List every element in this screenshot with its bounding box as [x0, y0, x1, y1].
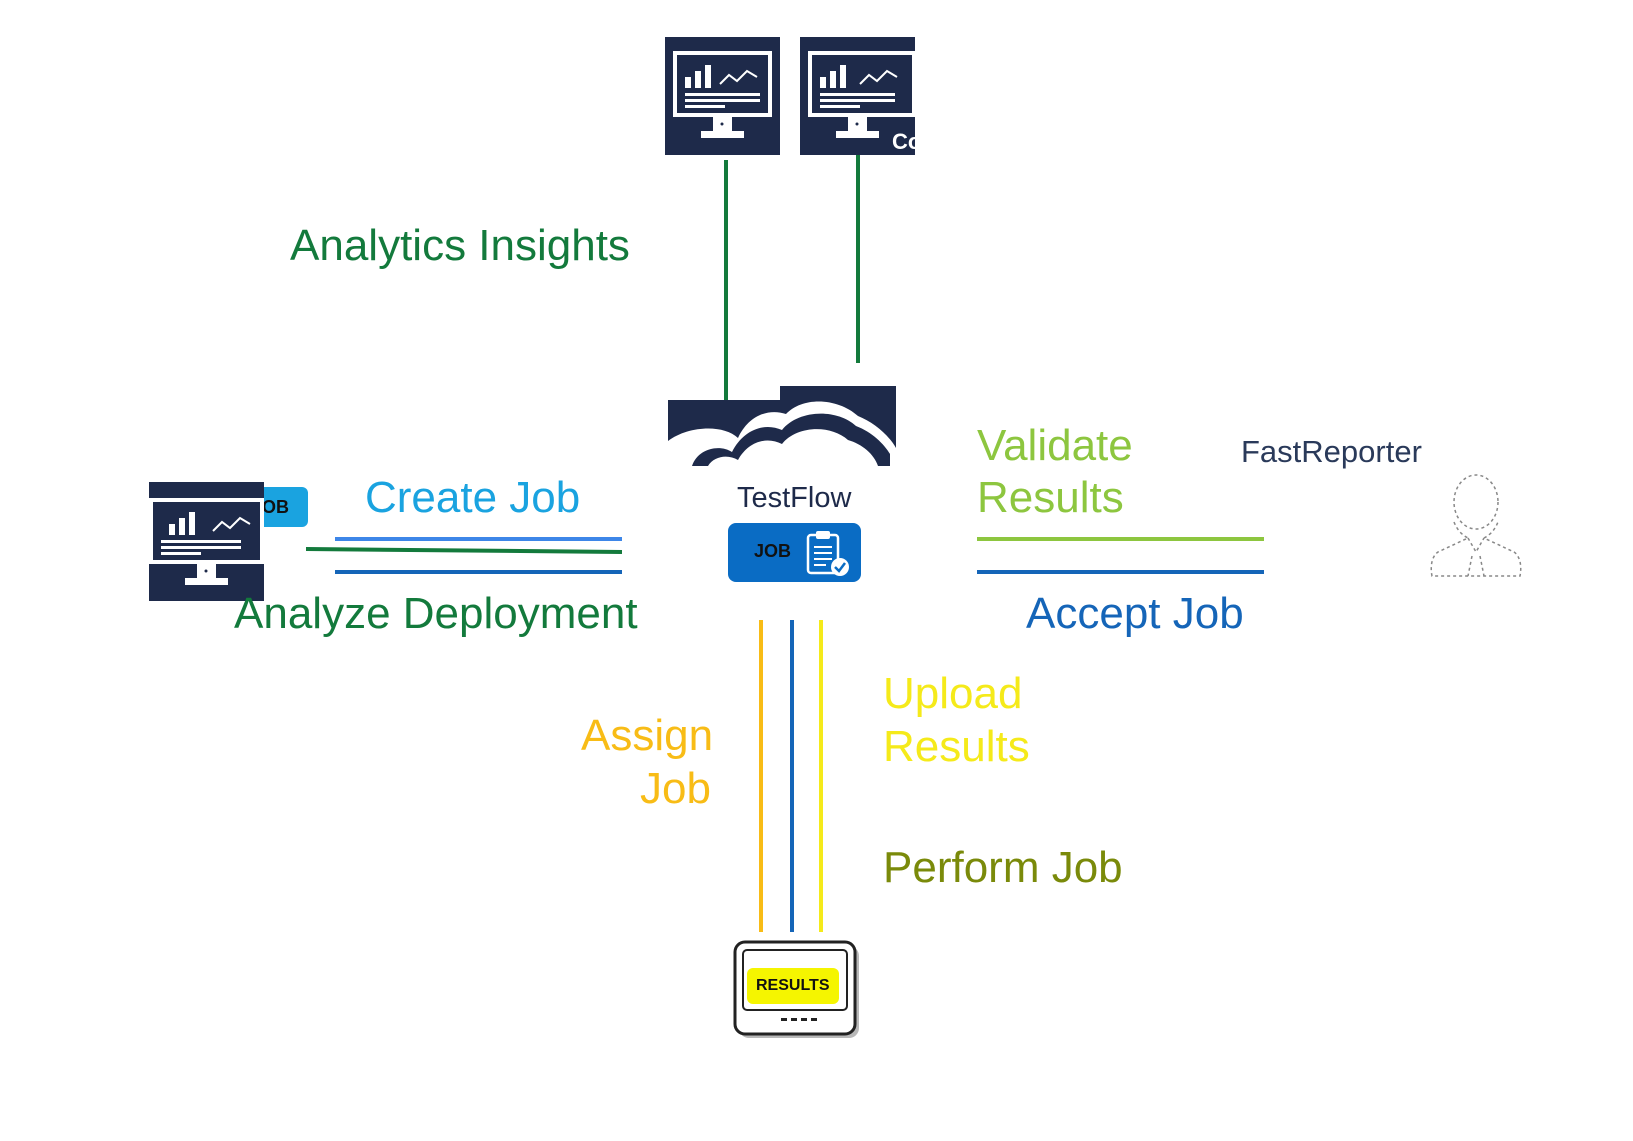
assign-job-label-line2: Job: [640, 764, 711, 813]
fastreporter-logo: FastReporter: [1241, 434, 1422, 469]
left-monitor-icon: [149, 482, 264, 601]
upload-results-label-line2: Results: [883, 722, 1030, 771]
validate-results-line: [977, 537, 1264, 541]
perform-job-label: Perform Job: [883, 843, 1123, 892]
analyze-deployment-label: Analyze Deployment: [234, 589, 638, 638]
perform-job-line: [790, 620, 794, 932]
assign-job-line: [759, 620, 763, 932]
testflow-title: TestFlow: [737, 482, 852, 514]
create-job-label: Create Job: [365, 473, 581, 522]
accept-job-line: [977, 570, 1264, 574]
monitor-partial-label: Co: [892, 129, 922, 154]
analytics-line-left: [724, 160, 728, 400]
validate-results-label-line1: Validate: [977, 421, 1133, 470]
results-badge: RESULTS: [747, 968, 839, 1004]
assign-job-label-line1: Assign: [581, 711, 714, 760]
left-job-badge-label: OB: [262, 497, 289, 517]
top-right-monitor-icon: Co: [800, 37, 921, 155]
hub-job-badge: JOB: [728, 523, 861, 582]
analytics-line-right: [856, 155, 860, 363]
analyze-deployment-line: [306, 547, 623, 554]
person-icon: [1428, 472, 1524, 582]
validate-results-label-line2: Results: [977, 473, 1124, 522]
results-badge-label: RESULTS: [756, 977, 830, 994]
analytics-insights-label: Analytics Insights: [290, 221, 630, 270]
create-job-line: [335, 537, 622, 541]
hub-job-badge-label: JOB: [754, 541, 792, 561]
cloud-icon: [668, 386, 896, 466]
test-device-icon: RESULTS: [733, 938, 863, 1042]
left-blue-line: [335, 570, 622, 574]
accept-job-label: Accept Job: [1026, 589, 1244, 638]
top-left-monitor-icon: [665, 37, 780, 155]
upload-results-label-line1: Upload: [883, 669, 1023, 718]
clipboard-check-icon: [804, 529, 854, 584]
upload-results-line: [819, 620, 823, 932]
